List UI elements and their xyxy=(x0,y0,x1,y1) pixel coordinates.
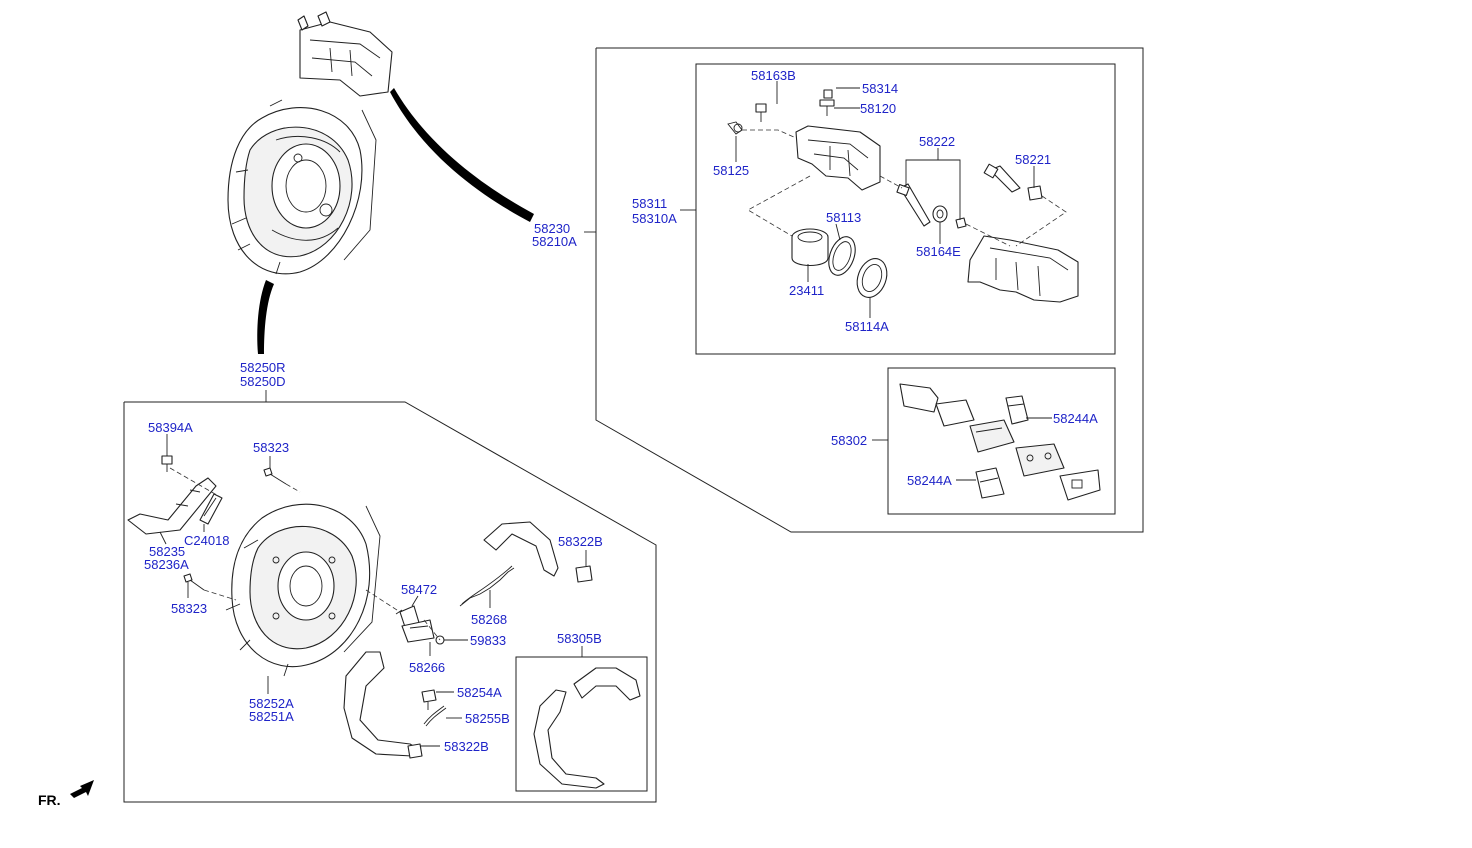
label-58113: 58113 xyxy=(826,210,861,225)
label-58255B: 58255B xyxy=(465,711,510,726)
caliper-assembly-lines xyxy=(742,129,1067,247)
label-58210A: 58210A xyxy=(532,234,577,249)
pad-shim-inner xyxy=(935,399,975,427)
bleeder-screw xyxy=(727,121,743,135)
spring-58255B xyxy=(423,705,447,727)
piston-seal xyxy=(828,236,856,276)
label-59833: 59833 xyxy=(470,633,506,648)
backplate-overview xyxy=(227,99,377,275)
label-58323-upper: 58323 xyxy=(253,440,289,455)
label-58164E: 58164E xyxy=(916,244,961,259)
shoe-upper-58322B xyxy=(483,521,559,577)
label-58305B: 58305B xyxy=(557,631,602,646)
strut-58266 xyxy=(401,619,435,643)
label-58394A: 58394A xyxy=(148,420,193,435)
caliper-overview xyxy=(297,11,393,97)
caliper-carrier xyxy=(967,235,1079,303)
caliper-body xyxy=(795,125,881,191)
bolt-58394A xyxy=(161,455,173,472)
caliper-assembly-frame xyxy=(595,47,1144,533)
brake-pad-inner xyxy=(1015,443,1065,477)
caliper-connector xyxy=(390,88,534,222)
shoe-lower xyxy=(343,651,421,757)
part-labels: 58163B 58314 58120 58125 58222 58221 583… xyxy=(144,68,1098,754)
label-23411: 23411 xyxy=(789,283,824,298)
label-C24018: C24018 xyxy=(184,533,230,548)
adjuster-block-58322B-lower xyxy=(407,743,423,759)
backplate-58252A xyxy=(225,503,381,677)
label-58120: 58120 xyxy=(860,101,896,116)
caliper-inner-frame xyxy=(695,63,1116,355)
label-58221: 58221 xyxy=(1015,152,1051,167)
pad-shim-rear xyxy=(1059,469,1101,501)
pin-58254A xyxy=(421,689,437,710)
label-58314: 58314 xyxy=(862,81,898,96)
bracket-58235 xyxy=(127,477,217,535)
guide-bushing xyxy=(955,217,967,229)
label-58163B: 58163B xyxy=(751,68,796,83)
guide-boot xyxy=(932,205,948,223)
brake-pad-outer xyxy=(969,419,1015,453)
label-58236A: 58236A xyxy=(144,557,189,572)
label-58250D: 58250D xyxy=(240,374,286,389)
shoe-kit-frame xyxy=(515,656,648,792)
label-58472: 58472 xyxy=(401,582,437,597)
shoe-kit-58305B xyxy=(533,667,641,789)
label-58250R: 58250R xyxy=(240,360,286,375)
label-58254A: 58254A xyxy=(457,685,502,700)
fr-label: FR. xyxy=(38,792,61,808)
bolt-58323-lower xyxy=(183,573,205,591)
parking-brake-frame xyxy=(123,401,657,803)
label-58310A: 58310A xyxy=(632,211,677,226)
parking-assembly-lines xyxy=(169,467,441,641)
backplate-connector xyxy=(257,280,274,354)
label-58322B-lower: 58322B xyxy=(444,739,489,754)
label-58251A: 58251A xyxy=(249,709,294,724)
bleeder-cap xyxy=(819,89,835,116)
label-58125: 58125 xyxy=(713,163,749,178)
guide-pin xyxy=(896,183,931,227)
guide-bolt xyxy=(983,163,1021,193)
label-58268: 58268 xyxy=(471,612,507,627)
leader-lines xyxy=(159,81,1052,747)
bolt-58323-upper xyxy=(263,467,287,485)
label-58302: 58302 xyxy=(831,433,867,448)
pad-kit-frame xyxy=(887,367,1116,515)
spring-58268 xyxy=(459,565,515,607)
label-58252A: 58252A xyxy=(249,696,294,711)
label-58230: 58230 xyxy=(534,221,570,236)
pad-clip-upper xyxy=(1005,395,1029,425)
label-58222: 58222 xyxy=(919,134,955,149)
label-58311: 58311 xyxy=(632,196,667,211)
pad-clip-lower xyxy=(975,467,1005,499)
arrow-icon xyxy=(70,780,94,798)
label-58244A-upper: 58244A xyxy=(1053,411,1098,426)
label-58235: 58235 xyxy=(149,544,185,559)
bleeder-bolt xyxy=(755,103,767,122)
label-58322B-upper: 58322B xyxy=(558,534,603,549)
label-58266: 58266 xyxy=(409,660,445,675)
dust-boot xyxy=(856,258,888,298)
guide-bolt-boot xyxy=(1027,185,1043,201)
label-58323-lower: 58323 xyxy=(171,601,207,616)
piston xyxy=(791,228,829,267)
front-direction-indicator: FR. xyxy=(38,780,94,808)
pad-shim-outer xyxy=(899,383,939,413)
label-58244A-lower: 58244A xyxy=(907,473,952,488)
adjuster-block-58322B-upper xyxy=(575,565,593,583)
label-58114A: 58114A xyxy=(845,319,889,334)
